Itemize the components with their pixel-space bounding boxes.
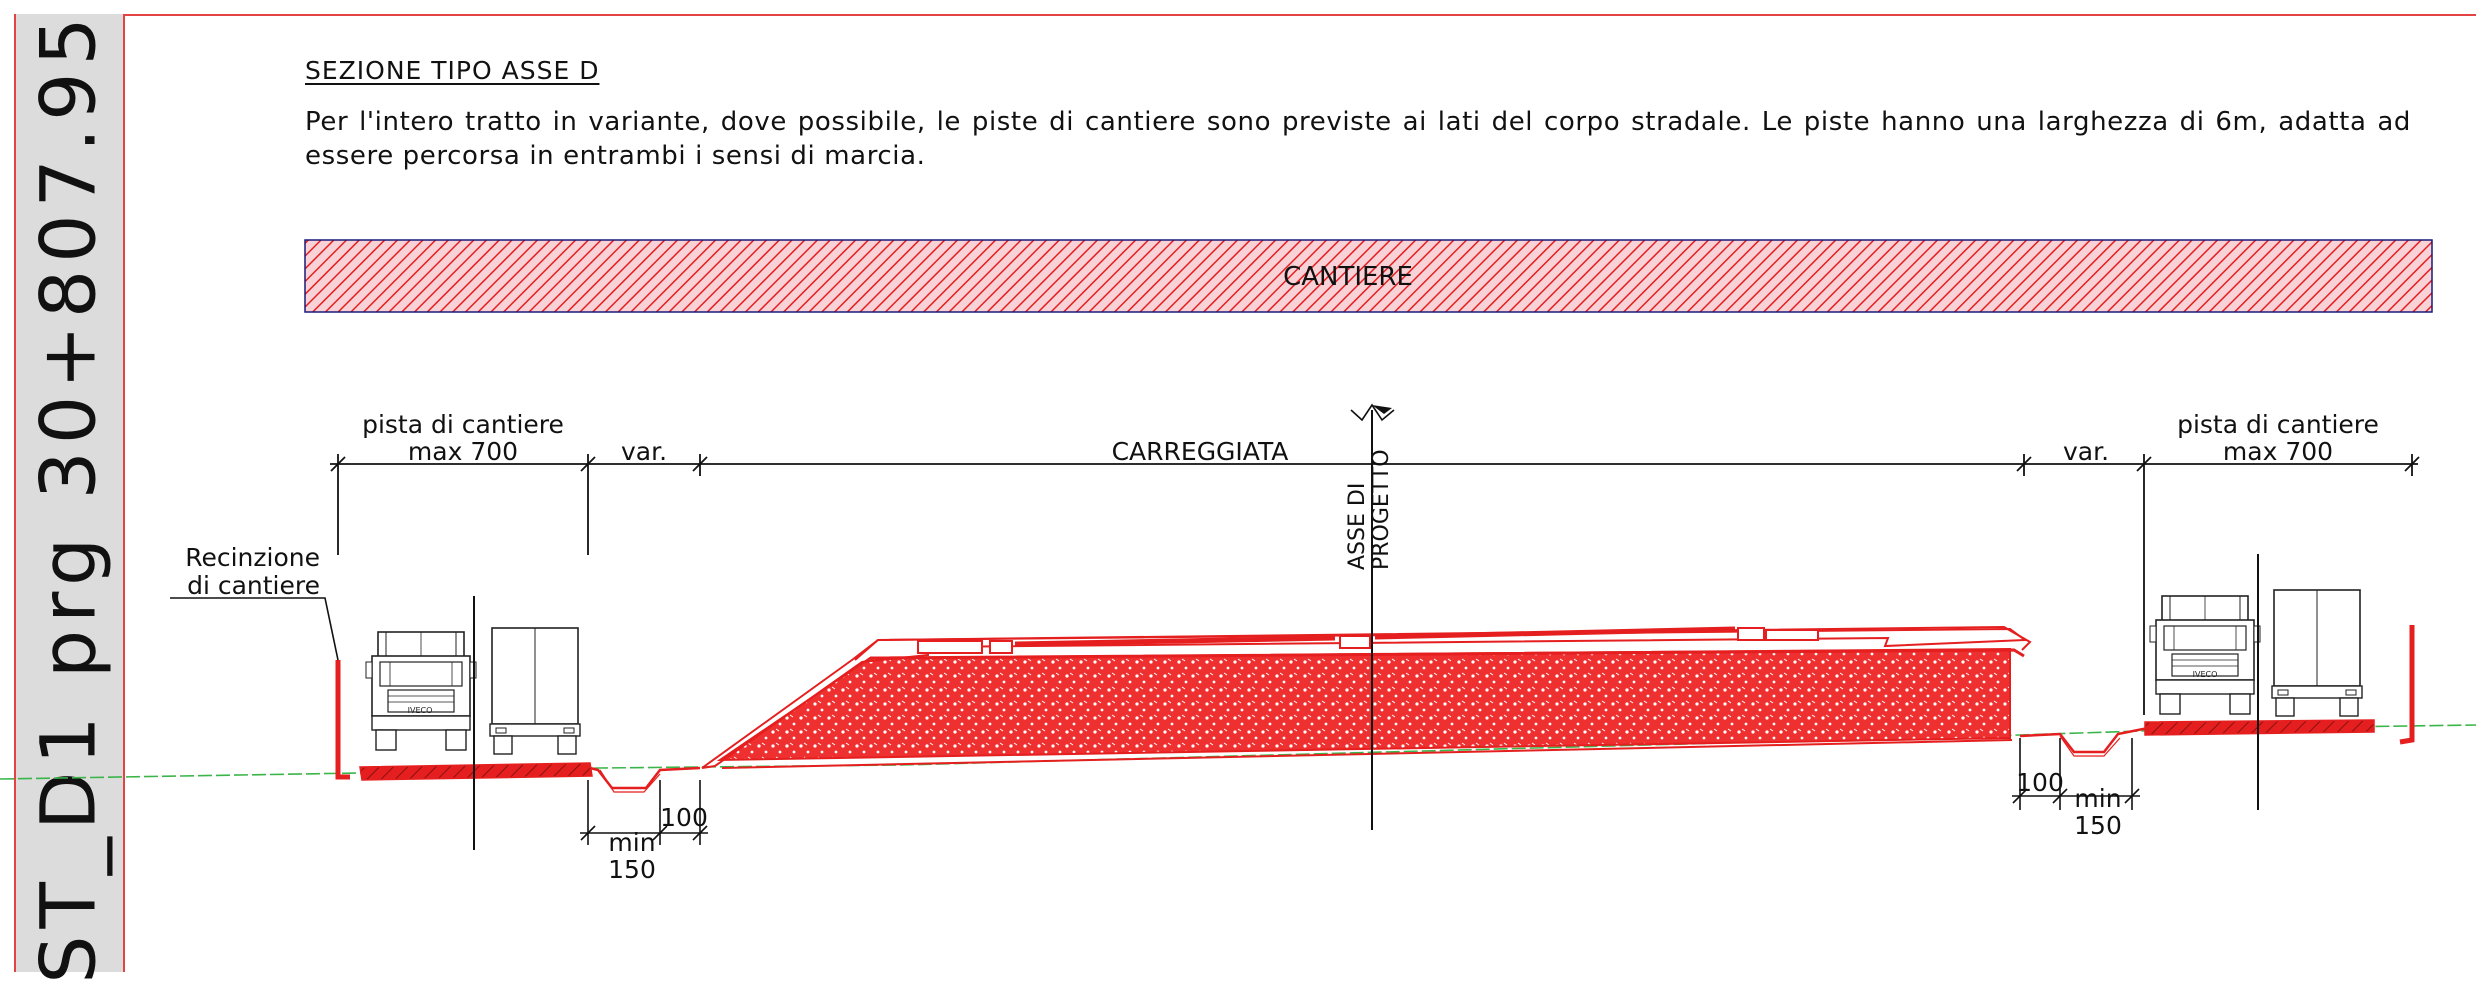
- left-pista-label-1: pista di cantiere: [362, 410, 564, 439]
- right-pista-label-2: max 700: [2223, 437, 2333, 466]
- left-min-label: min: [608, 828, 655, 857]
- right-var-label: var.: [2063, 437, 2109, 466]
- right-ditch: [2019, 726, 2149, 754]
- left-pista-pad: [359, 762, 593, 781]
- right-bottom-dimensions: [2012, 738, 2140, 810]
- right-min-label: min: [2074, 784, 2121, 813]
- axis-label-line2: PROGETTO: [1369, 449, 1394, 570]
- left-pista-label-2: max 700: [408, 437, 518, 466]
- axis-label-line1: ASSE DI: [1345, 483, 1370, 570]
- truck-brand-label-right: IVECO: [2193, 670, 2218, 679]
- top-frame-line: [14, 14, 2476, 16]
- left-var-label: var.: [621, 437, 667, 466]
- description-text: Per l'intero tratto in variante, dove po…: [305, 107, 2411, 171]
- truck-brand-label: IVECO: [408, 706, 433, 715]
- median-barrier: [1339, 635, 1371, 649]
- left-bottom-dimensions: [580, 780, 708, 845]
- carriageway-label: CARREGGIATA: [1112, 437, 1289, 466]
- left-truck-front: [365, 631, 477, 751]
- right-pista-label-1: pista di cantiere: [2177, 410, 2379, 439]
- cantiere-label: CANTIERE: [1283, 262, 1413, 292]
- top-dimension-chain: [330, 454, 2420, 715]
- right-100-label: 100: [2016, 768, 2064, 797]
- right-fence: [2399, 625, 2415, 745]
- left-100-label: 100: [660, 803, 708, 832]
- right-truck-back: [2271, 589, 2363, 717]
- left-barrier: [917, 640, 983, 654]
- right-barrier: [1737, 627, 1765, 641]
- cantiere-banner: [304, 239, 2433, 313]
- left-ditch: [589, 766, 701, 790]
- section-title: SEZIONE TIPO ASSE D: [305, 56, 600, 85]
- left-fence: [335, 660, 350, 780]
- left-truck-back: [489, 627, 581, 755]
- right-truck-front: [2149, 595, 2261, 715]
- side-title-band: [14, 14, 125, 972]
- right-150-label: 150: [2074, 811, 2122, 840]
- left-150-label: 150: [608, 855, 656, 884]
- right-pista-pad: [2144, 719, 2375, 736]
- fence-label-2: di cantiere: [187, 571, 320, 600]
- fence-label-1: Recinzione: [185, 543, 320, 572]
- fence-leader: [170, 597, 339, 661]
